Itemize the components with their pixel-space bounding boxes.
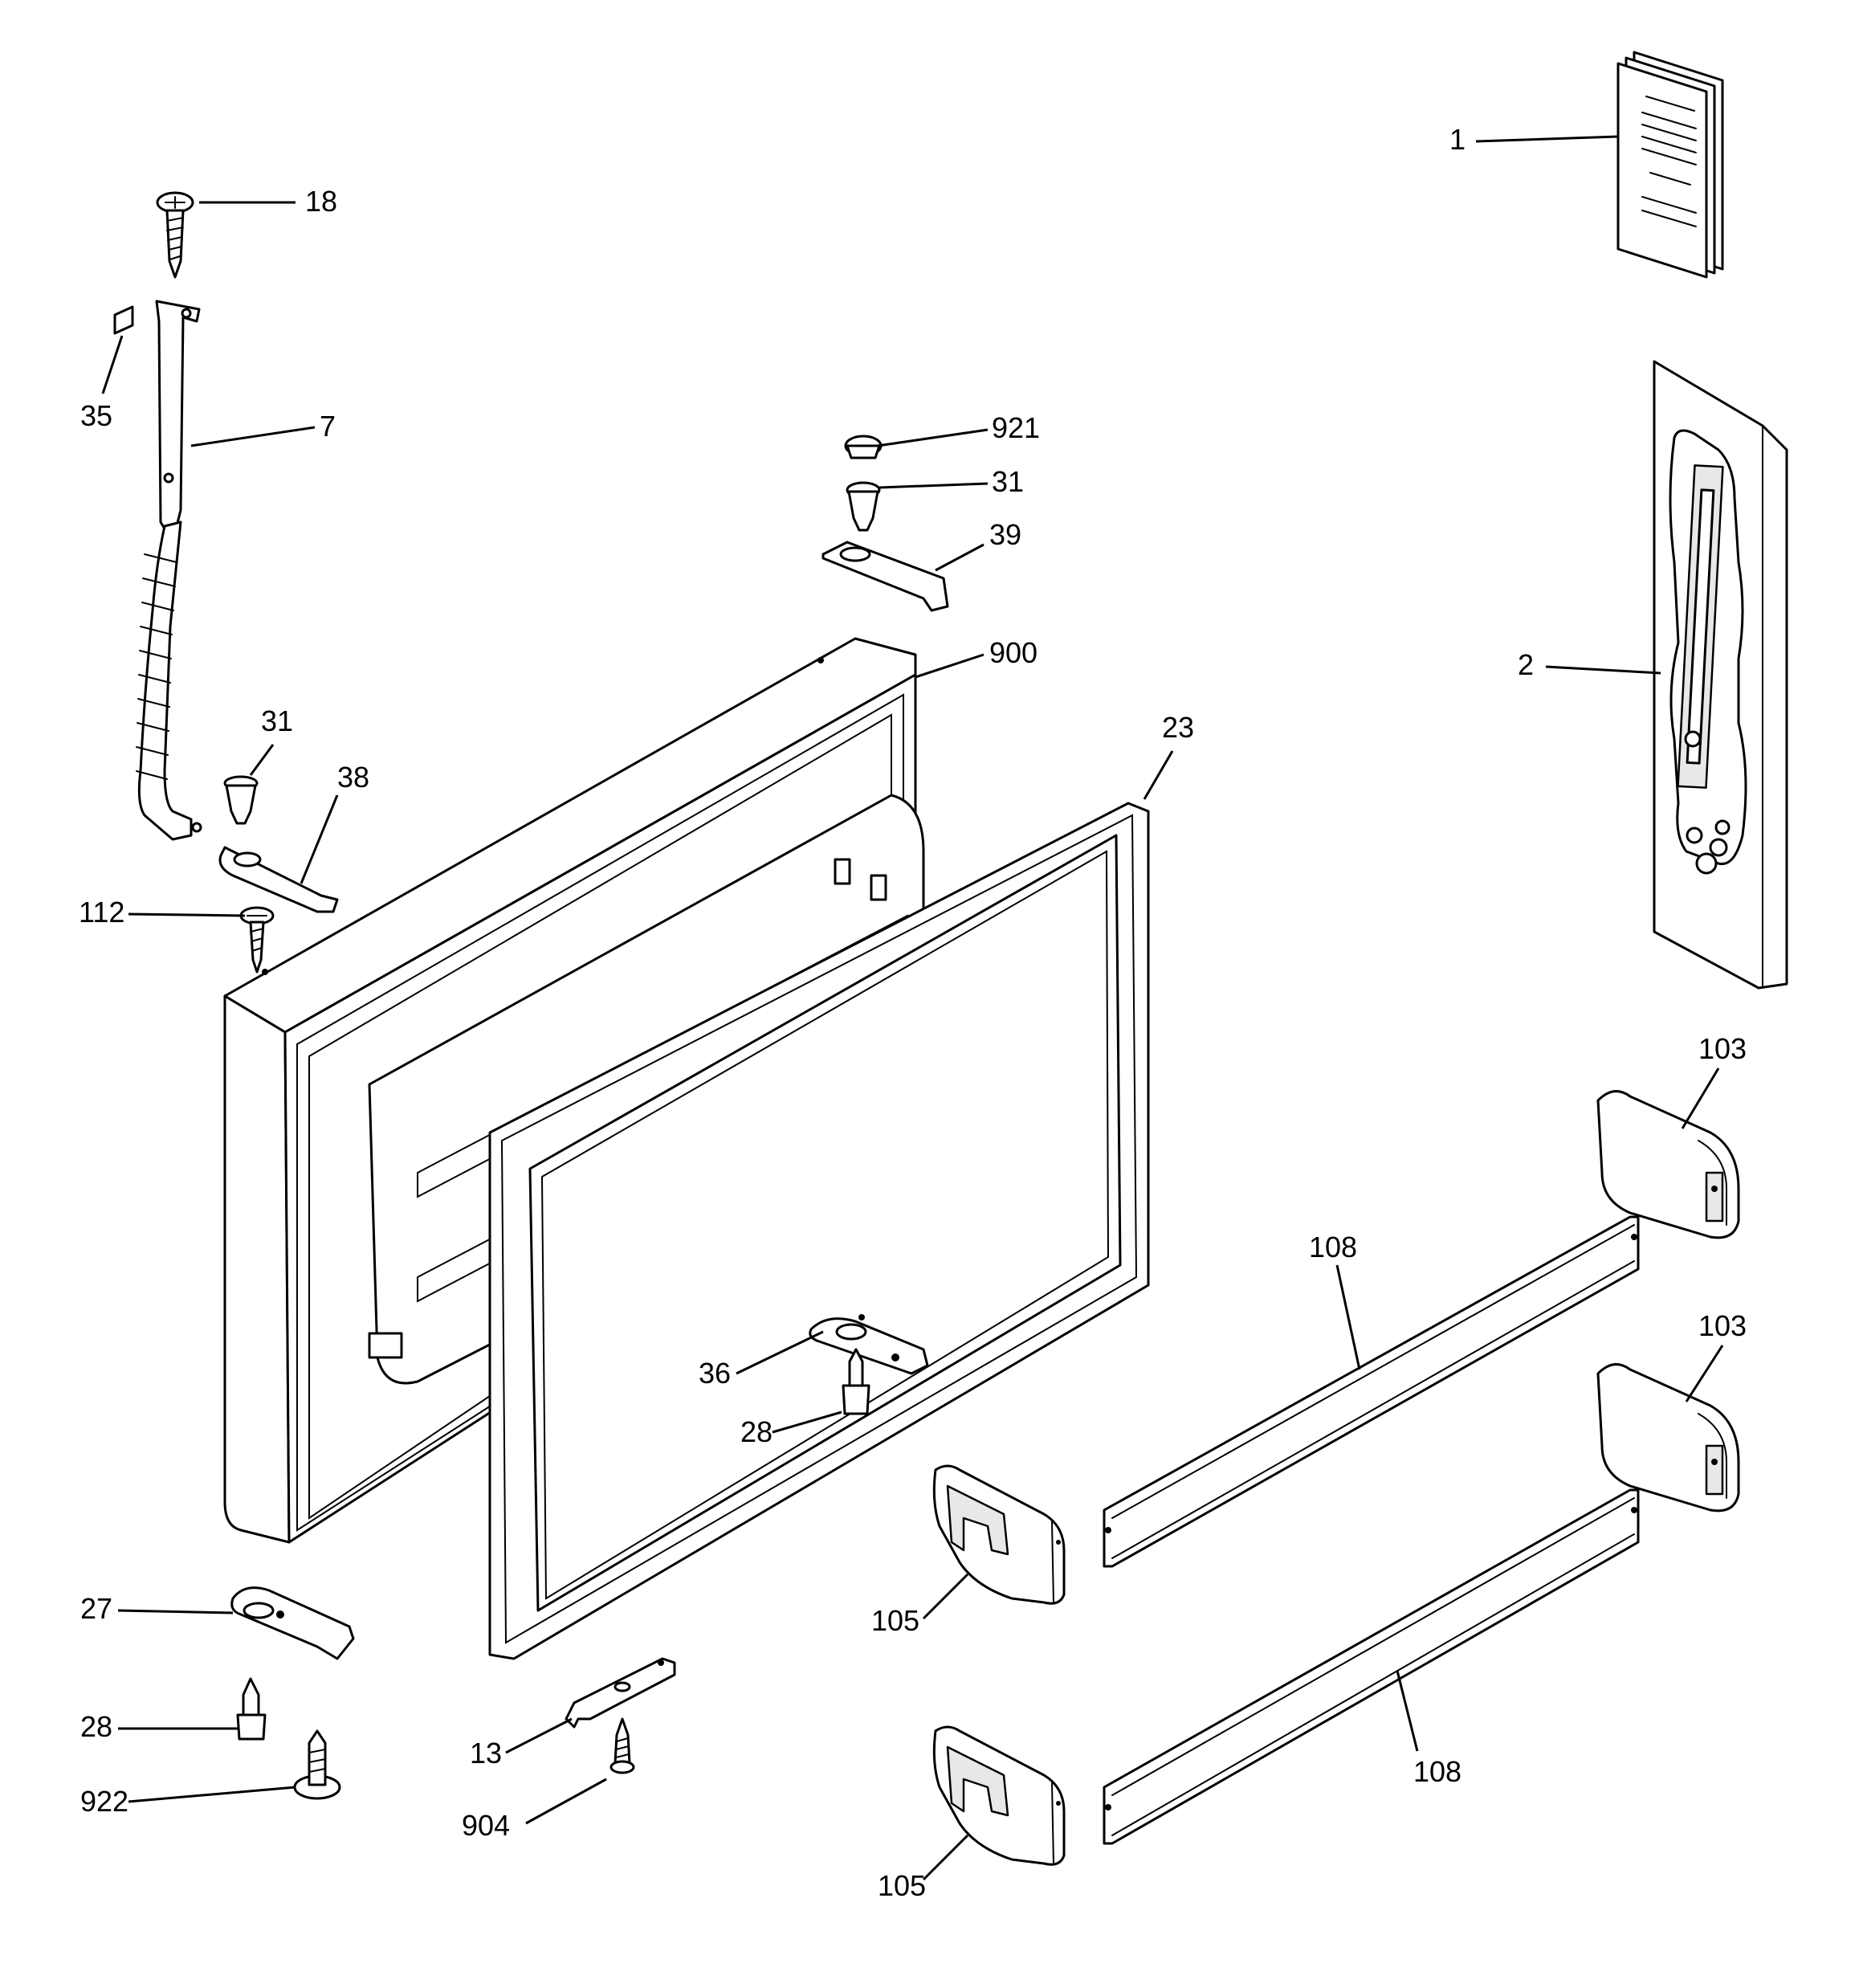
leader-lines bbox=[101, 135, 1724, 1881]
part-31-top-plug bbox=[846, 481, 881, 532]
callout-103-upper: 103 bbox=[1698, 1032, 1747, 1065]
part-7-hinge-bracket bbox=[136, 300, 202, 841]
callout-105-upper: 105 bbox=[871, 1604, 919, 1637]
part-27-bottom-hinge bbox=[230, 1586, 355, 1660]
part-18-screw bbox=[156, 191, 194, 279]
callout-105-lower: 105 bbox=[878, 1869, 926, 1902]
callout-2: 2 bbox=[1518, 648, 1534, 681]
callout-27: 27 bbox=[80, 1592, 112, 1625]
part-31-left-plug bbox=[223, 775, 259, 825]
part-108-lower-handle-bar bbox=[1103, 1488, 1640, 1845]
callout-108-upper: 108 bbox=[1309, 1231, 1357, 1263]
part-2-handle-kit bbox=[1653, 360, 1788, 990]
part-904-screw bbox=[609, 1717, 635, 1774]
callout-labels: 1 2 18 35 7 921 31 39 900 23 31 38 112 3… bbox=[79, 123, 1747, 1902]
callout-28-left: 28 bbox=[80, 1710, 112, 1743]
part-28-center-pin bbox=[842, 1348, 870, 1415]
part-28-left-pin bbox=[236, 1677, 267, 1741]
part-35-label bbox=[113, 305, 134, 335]
part-1-manual bbox=[1616, 51, 1724, 279]
callout-108-lower: 108 bbox=[1413, 1755, 1461, 1788]
callout-31-left: 31 bbox=[261, 704, 293, 737]
part-36-hinge-bracket bbox=[809, 1314, 929, 1375]
callout-904: 904 bbox=[462, 1809, 510, 1842]
callout-1: 1 bbox=[1449, 123, 1466, 156]
part-105-upper-endcap bbox=[932, 1464, 1066, 1605]
callout-922: 922 bbox=[80, 1785, 128, 1818]
callout-7: 7 bbox=[320, 410, 336, 443]
part-112-screw bbox=[239, 906, 275, 974]
part-105-lower-endcap bbox=[932, 1725, 1066, 1866]
callout-36: 36 bbox=[699, 1357, 731, 1390]
callout-39: 39 bbox=[989, 518, 1021, 551]
callout-112: 112 bbox=[79, 896, 124, 929]
callout-31-top: 31 bbox=[992, 465, 1024, 498]
callout-103-lower: 103 bbox=[1698, 1309, 1747, 1342]
callout-35: 35 bbox=[80, 399, 112, 432]
callout-18: 18 bbox=[305, 185, 337, 218]
part-39-hinge-cover bbox=[821, 541, 949, 612]
callout-38: 38 bbox=[337, 761, 369, 794]
part-922-stud bbox=[293, 1729, 341, 1800]
callout-23: 23 bbox=[1162, 711, 1194, 744]
part-103-lower-endcap bbox=[1596, 1363, 1740, 1512]
part-921-cap bbox=[844, 435, 883, 459]
part-108-upper-handle-bar bbox=[1103, 1215, 1640, 1568]
part-38-hinge-plate bbox=[218, 846, 339, 913]
part-103-upper-endcap bbox=[1596, 1090, 1740, 1239]
callout-900: 900 bbox=[989, 636, 1037, 669]
part-13-bracket bbox=[565, 1657, 676, 1729]
callout-13: 13 bbox=[470, 1737, 502, 1770]
callout-28-center: 28 bbox=[740, 1415, 773, 1448]
part-23-gasket bbox=[488, 802, 1150, 1660]
callout-921: 921 bbox=[992, 411, 1040, 444]
